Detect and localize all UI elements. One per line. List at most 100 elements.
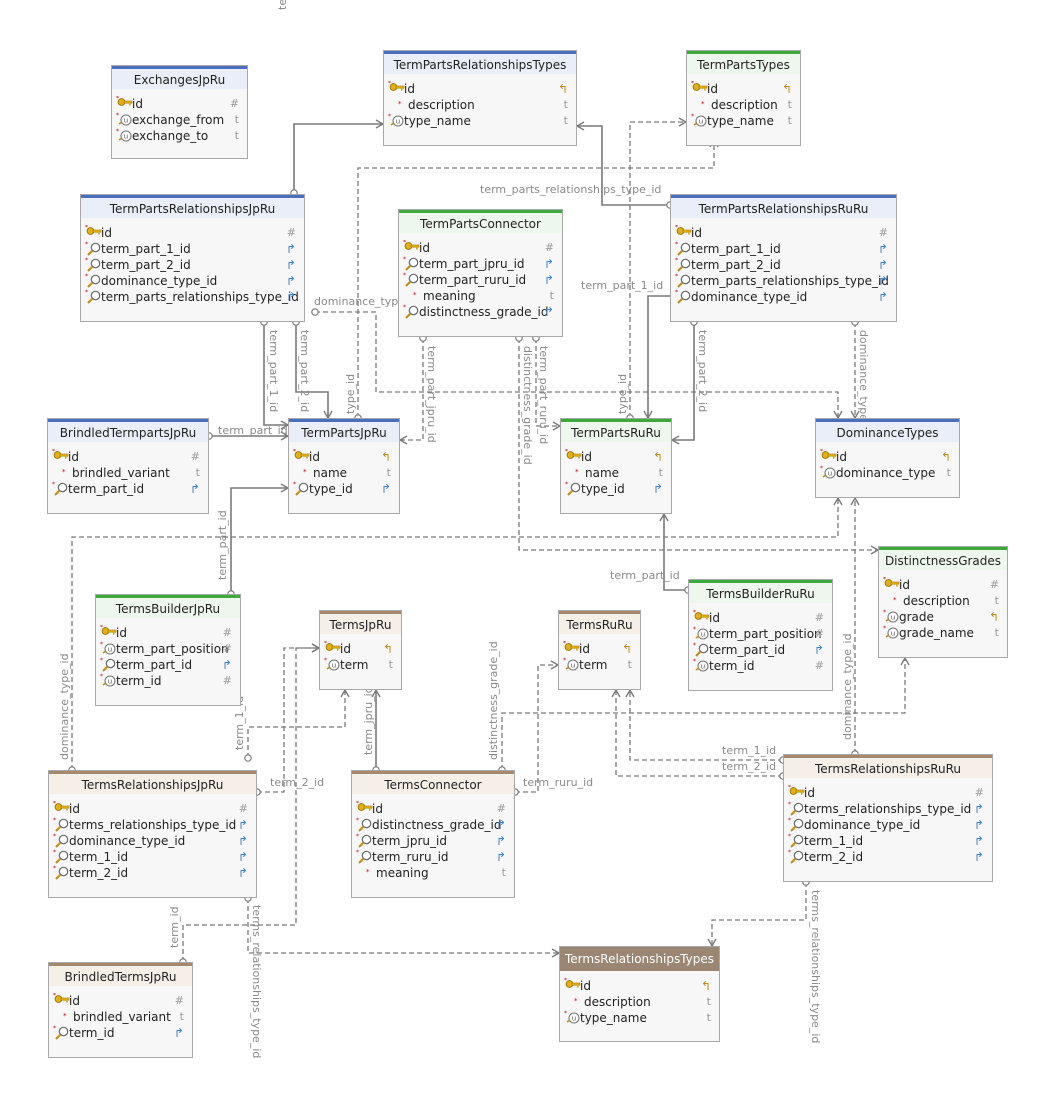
relationship-line[interactable] [672,322,695,441]
column-row[interactable]: *term_id↱ [49,1025,192,1041]
table-title[interactable]: TermPartsRelationshipsJpRu [81,195,304,218]
table-title[interactable]: DominanceTypes [816,419,959,442]
column-row[interactable]: *dominance_type_id↱ [671,289,896,305]
table-terms-relationships-jp-ru[interactable]: TermsRelationshipsJpRu*id#*terms_relatio… [48,770,257,898]
relationship-term-2-id[interactable]: term_2_id [611,688,787,780]
table-brindled-termparts-jp-ru[interactable]: BrindledTermpartsJpRu*id#*brindled_varia… [47,418,209,514]
column-row[interactable]: u*grade↰ [879,609,1007,625]
column-row[interactable]: *term_part_id↱ [689,642,832,658]
column-row[interactable]: *dominance_type_id↱ [81,273,304,289]
relationship-dominance-type-id[interactable]: dominance_type_id [311,295,843,420]
column-row[interactable]: *id# [352,800,514,817]
column-row[interactable]: *id↰ [687,80,800,97]
table-title[interactable]: TermsRelationshipsTypes [560,947,719,971]
table-terms-builder-jp-ru[interactable]: TermsBuilderJpRu*id#u*term_part_position… [95,594,241,706]
column-row[interactable]: *term_1_id↱ [784,833,992,849]
table-term-parts-connector[interactable]: TermPartsConnector*id#*term_part_jpru_id… [398,209,563,337]
column-row[interactable]: *dominance_type_id↱ [49,833,256,849]
column-row[interactable]: *id# [671,224,896,241]
relationship-term-ruru-id[interactable]: term_ruru_id [511,660,593,796]
table-title[interactable]: ExchangesJpRu [112,66,247,89]
relationship-term-part-1-id[interactable]: term_part_1_id [581,279,684,420]
relationship-term-parts-relationships-type-id[interactable]: term_parts_relationships_type_id [276,0,385,197]
table-title[interactable]: TermsRelationshipsJpRu [49,771,256,794]
column-row[interactable]: *id# [96,624,240,641]
column-row[interactable]: u*term_id# [96,673,240,689]
relationship-term-part-id[interactable]: term_part_id [216,483,290,598]
relationship-term-part-2-id[interactable]: term_part_2_id [670,318,709,445]
relationship-line[interactable] [293,123,383,193]
column-row[interactable]: *type_id↱ [289,481,399,497]
table-terms-relationships-ru-ru[interactable]: TermsRelationshipsRuRu*id#*terms_relatio… [783,754,993,882]
column-row[interactable]: *id# [49,992,192,1009]
column-row[interactable]: *term_parts_relationships_type_id↱ [671,273,896,289]
column-row[interactable]: *terms_relationships_type_id↱ [49,817,256,833]
column-row[interactable]: *id↰ [320,640,401,657]
relationship-term-part-2-id[interactable]: term_part_2_id [292,318,333,420]
column-row[interactable]: *term_part_2_id↱ [81,257,304,273]
table-title[interactable]: TermsBuilderRuRu [689,580,832,603]
relationship-dominance-type-id[interactable]: dominance_type_id [58,496,843,774]
table-title[interactable]: BrindledTermsJpRu [49,963,192,986]
column-row[interactable]: *term_part_jpru_id↱ [399,256,562,272]
relationship-term-part-id[interactable]: term_part_id [205,424,290,441]
relationship-line[interactable] [629,690,783,761]
column-row[interactable]: *id↰ [289,448,399,465]
column-row[interactable]: *distinctness_grade_id↱ [352,817,514,833]
column-row[interactable]: *id↰ [816,448,959,465]
column-row[interactable]: *term_2_id↱ [784,849,992,865]
table-title[interactable]: BrindledTermpartsJpRu [48,419,208,442]
relationship-line[interactable] [518,338,878,551]
relationship-term-part-ruru-id[interactable]: term_part_ruru_id [532,334,562,444]
column-row[interactable]: *term_ruru_id↱ [352,849,514,865]
relationship-term-1-id[interactable]: term_1_id [625,688,787,764]
relationship-line[interactable] [711,882,807,946]
table-term-parts-relationships-types[interactable]: TermPartsRelationshipsTypes*id↰*descript… [383,50,577,146]
table-term-parts-relationships-jp-ru[interactable]: TermPartsRelationshipsJpRu*id#*term_part… [80,194,305,322]
relationship-line[interactable] [315,311,839,418]
table-title[interactable]: TermPartsTypes [687,51,800,74]
relationship-line[interactable] [663,514,688,591]
column-row[interactable]: *id# [879,576,1007,593]
relationship-line[interactable] [71,498,839,770]
column-row[interactable]: *id# [81,224,304,241]
relationship-line[interactable] [515,664,558,793]
relationship-line[interactable] [615,690,783,777]
relationship-term-parts-relationships-type-id[interactable]: term_parts_relationships_type_id [480,121,674,209]
column-row[interactable]: u*term_id# [689,658,832,674]
relationship-line[interactable] [577,125,670,206]
relationship-line[interactable] [230,487,288,594]
column-row[interactable]: *type_id↱ [561,481,671,497]
relationship-line[interactable] [295,322,329,418]
relationship-term-1-id[interactable]: term_1_id [233,688,350,762]
column-row[interactable]: *id↰ [560,977,719,994]
relationship-line[interactable] [629,121,686,418]
column-row[interactable]: *term_1_id↱ [49,849,256,865]
relationship-term-part-id[interactable]: term_part_id [610,512,692,594]
column-row[interactable]: *term_part_1_id↱ [81,241,304,257]
table-title[interactable]: TermsBuilderJpRu [96,595,240,618]
column-row[interactable]: *term_parts_relationships_type_id↱ [81,289,304,305]
